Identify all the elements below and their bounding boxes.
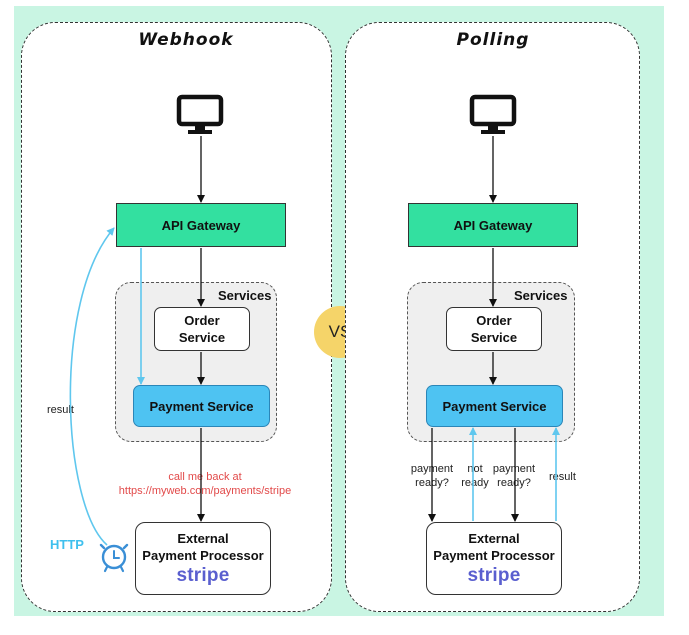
order-service-line1: Order [184, 313, 220, 328]
webhook-external-processor: External Payment Processor stripe [135, 522, 271, 595]
polling-services-label: Services [514, 288, 568, 303]
reply1-label: not ready [455, 462, 495, 490]
polling-external-processor: External Payment Processor stripe [426, 522, 562, 595]
alarm-clock-icon [99, 543, 129, 573]
external-line2: Payment Processor [142, 548, 264, 563]
callback-label-line2: https://myweb.com/payments/stripe [118, 485, 292, 497]
webhook-order-service: Order Service [154, 307, 250, 351]
webhook-http-label: HTTP [50, 537, 84, 552]
webhook-services-label: Services [218, 288, 272, 303]
polling-api-gateway: API Gateway [408, 203, 578, 247]
external-line1: External [468, 531, 520, 546]
stripe-logo: stripe [467, 565, 521, 586]
callback-label-line1: call me back at [168, 471, 242, 483]
webhook-result-label: result [47, 404, 74, 416]
order-service-line1: Order [476, 313, 512, 328]
polling-payment-service: Payment Service [426, 385, 563, 427]
stripe-logo: stripe [176, 565, 230, 586]
poll2-line2: ready? [497, 477, 531, 489]
polling-title: Polling [456, 30, 530, 50]
poll2-label: payment ready? [487, 462, 541, 490]
external-line1: External [177, 531, 229, 546]
reply1-line2: ready [461, 477, 489, 489]
polling-monitor-icon [469, 94, 517, 134]
webhook-monitor-icon [176, 94, 224, 134]
poll2-line1: payment [492, 463, 536, 475]
webhook-payment-service: Payment Service [133, 385, 270, 427]
reply1-line1: not [467, 463, 483, 475]
webhook-api-gateway: API Gateway [116, 203, 286, 247]
polling-order-service: Order Service [446, 307, 542, 351]
webhook-callback-label: call me back at https://myweb.com/paymen… [100, 470, 310, 498]
order-service-line2: Service [178, 330, 226, 345]
external-line2: Payment Processor [433, 548, 555, 563]
webhook-callback-arrow [69, 227, 115, 546]
webhook-title: Webhook [138, 30, 234, 50]
order-service-line2: Service [470, 330, 518, 345]
